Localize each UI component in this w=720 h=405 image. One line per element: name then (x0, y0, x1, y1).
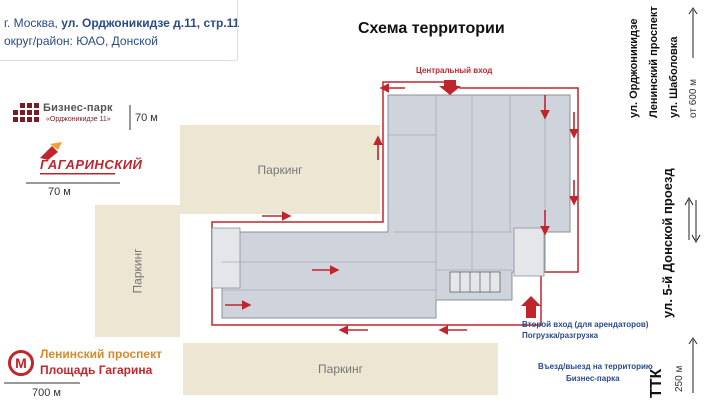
street-leninsky: Ленинский проспект (648, 6, 660, 118)
central-entrance-arrow (439, 80, 461, 95)
distance-markers (4, 105, 131, 384)
metro-icon: М (8, 350, 34, 376)
building-wing-left (211, 227, 241, 289)
address-city: г. Москва, (4, 16, 58, 30)
street-ttk: ТТК (648, 368, 665, 398)
second-entrance-arrow (521, 296, 541, 318)
distance-70-top: 70 м (135, 112, 158, 124)
territory-entry-label-2: Бизнес-парка (566, 374, 620, 383)
second-entrance-label: Второй вход (для арендаторов) (522, 320, 649, 329)
parking-top-label: Паркинг (257, 162, 303, 177)
distance-700: 700 м (32, 387, 61, 399)
distance-600: от 600 м (688, 78, 699, 118)
stair-block (449, 271, 501, 293)
territory-entry-label-1: Въезд/выезд на территорию (538, 362, 653, 371)
distance-250: 250 м (674, 365, 685, 392)
parking-bottom-label: Паркинг (318, 362, 363, 376)
business-park-subname: «Орджоникидзе 11» (46, 116, 111, 123)
gagarinsky-logo: ГАГАРИНСКИЙ (40, 157, 143, 172)
metro-icon-letter: М (15, 355, 27, 371)
business-park-name: Бизнес-парк (43, 102, 113, 114)
gagarinsky-underline (40, 142, 115, 175)
metro-station-leninsky: Ленинский проспект (40, 347, 162, 361)
address-district: округ/район: ЮАО, Донской (4, 34, 158, 48)
business-park-logo-mark (13, 103, 39, 122)
address-block: г. Москва, ул. Орджоникидзе д.11, стр.11… (4, 14, 239, 50)
street-shabolovka: ул. Шаболовка (668, 36, 680, 118)
street-donskoy: ул. 5-й Донской проезд (660, 168, 675, 318)
parking-bottom: Паркинг (183, 343, 498, 395)
interior-walls (222, 95, 546, 300)
address-street: ул. Орджоникидзе д.11, стр.11 (61, 16, 240, 30)
building-footprint (221, 94, 571, 319)
header-divider-horizontal (0, 60, 237, 61)
traffic-arrows (225, 83, 579, 335)
street-ordzhonikidze: ул. Орджоникидзе (628, 18, 640, 118)
page-title: Схема территории (358, 20, 505, 37)
parking-top: Паркинг (180, 125, 380, 214)
metro-station-gagarina: Площадь Гагарина (40, 363, 153, 377)
parking-left: Паркинг (95, 205, 180, 337)
building-wing-right (513, 227, 545, 277)
loading-label: Погрузка/разгрузка (522, 331, 599, 340)
distance-70-bottom: 70 м (48, 186, 71, 198)
central-entrance-label: Центральный вход (416, 66, 493, 75)
street-direction-arrows (684, 7, 701, 393)
header-divider-vertical (237, 0, 238, 60)
